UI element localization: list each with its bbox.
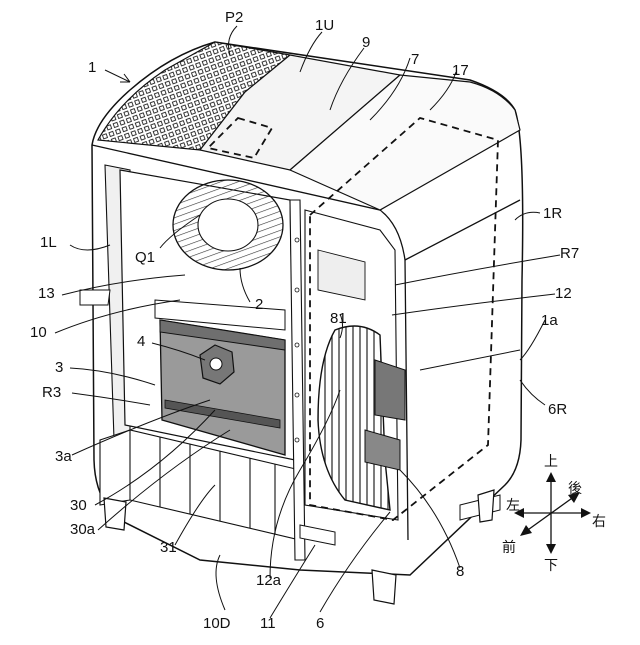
compass-left: 左 xyxy=(506,498,520,514)
label-9: 9 xyxy=(362,34,370,51)
label-2: 2 xyxy=(255,296,263,313)
label-8: 8 xyxy=(456,563,464,580)
label-10: 10 xyxy=(30,324,47,341)
label-12a: 12a xyxy=(256,572,282,589)
label-1u: 1U xyxy=(315,17,334,34)
label-3: 3 xyxy=(55,359,63,376)
compass-down: 下 xyxy=(544,558,558,574)
label-r7: R7 xyxy=(560,245,579,262)
label-30a: 30a xyxy=(70,521,96,538)
arrow-right-icon xyxy=(581,508,591,518)
label-1: 1 xyxy=(88,59,96,76)
label-30: 30 xyxy=(70,497,87,514)
compass-front: 前 xyxy=(502,539,516,556)
label-12: 12 xyxy=(555,285,572,302)
compass-up: 上 xyxy=(544,454,558,470)
direction-compass: 上 後 左 右 前 下 xyxy=(502,454,606,574)
label-p2: P2 xyxy=(225,9,243,26)
label-1r: 1R xyxy=(543,205,562,222)
label-10d: 10D xyxy=(203,615,231,632)
arrow-front-icon xyxy=(520,525,532,536)
label-6r: 6R xyxy=(548,401,567,418)
label-31: 31 xyxy=(160,539,177,556)
label-4: 4 xyxy=(137,333,145,350)
left-handle xyxy=(80,290,110,305)
label-11: 11 xyxy=(260,615,276,632)
fan-hub-ring xyxy=(198,199,258,251)
knob-center xyxy=(210,358,222,370)
label-q1: Q1 xyxy=(135,249,155,266)
label-7: 7 xyxy=(411,51,419,68)
label-1a: 1a xyxy=(541,312,558,329)
side-seam-1a xyxy=(420,350,520,370)
label-81: 81 xyxy=(330,310,347,327)
label-1l: 1L xyxy=(40,234,57,251)
motor-unit xyxy=(375,360,405,420)
label-13: 13 xyxy=(38,285,55,302)
arrow-down-icon xyxy=(546,544,556,554)
label-6: 6 xyxy=(316,615,324,632)
compass-right: 右 xyxy=(592,514,606,530)
label-17: 17 xyxy=(452,62,469,79)
label-r3: R3 xyxy=(42,384,61,401)
compass-back: 後 xyxy=(568,481,582,497)
arrow-up-icon xyxy=(546,472,556,482)
label-3a: 3a xyxy=(55,448,72,465)
